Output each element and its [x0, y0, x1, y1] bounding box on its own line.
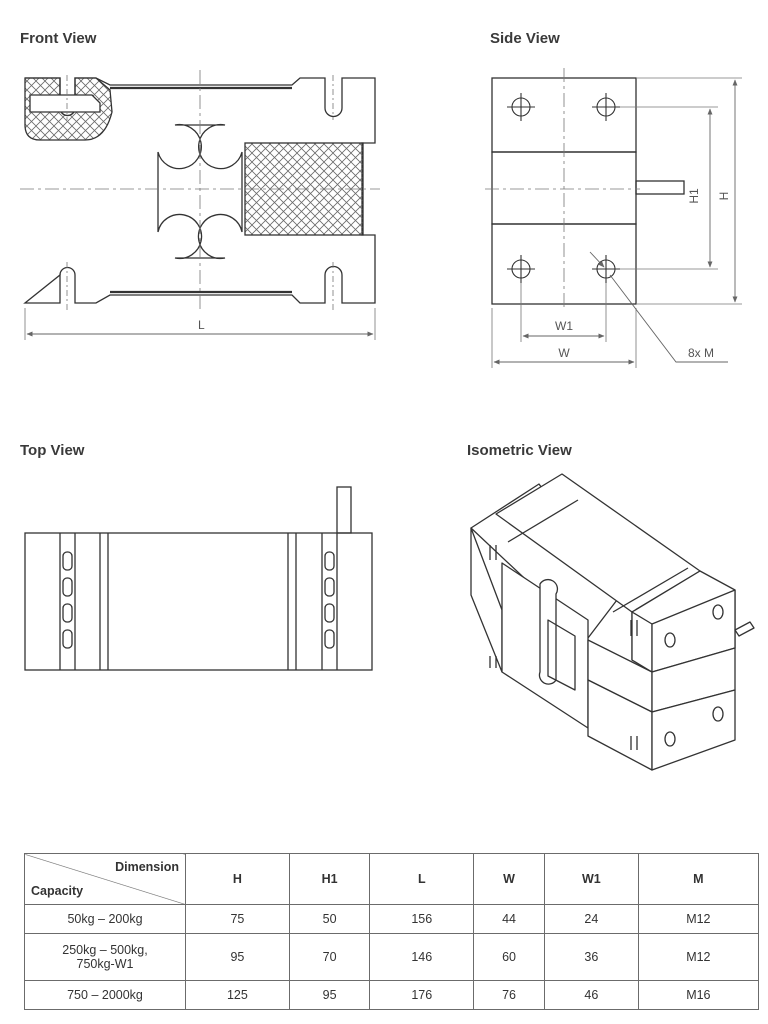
table-cell: 146 — [369, 933, 475, 981]
table-cell: 75 — [185, 904, 290, 934]
table-col-header: W1 — [543, 853, 639, 905]
table-cell: 176 — [369, 980, 475, 1010]
table-corner-cell: Dimension Capacity — [24, 853, 186, 905]
dim-label-W: W — [558, 346, 570, 360]
side-view — [485, 68, 742, 368]
side-view-cable — [635, 180, 685, 195]
table-cell: 50 — [288, 904, 371, 934]
isometric-view-title: Isometric View — [467, 442, 572, 459]
table-cell: 46 — [543, 980, 639, 1010]
table-cell: 60 — [473, 933, 545, 981]
table-cell: 44 — [473, 904, 545, 934]
top-view-body — [24, 532, 373, 671]
side-view-title: Side View — [490, 30, 560, 47]
dim-label-W1: W1 — [555, 319, 573, 333]
dim-label-H1: H1 — [687, 188, 701, 204]
table-row: 250kg – 500kg, 750kg-W1 95 70 146 60 36 … — [24, 933, 760, 981]
table-cell: M12 — [637, 933, 760, 981]
dim-label-M: 8x M — [688, 346, 714, 360]
table-cell: 70 — [288, 933, 371, 981]
top-view — [24, 486, 373, 671]
front-view-title: Front View — [20, 30, 97, 47]
table-col-header: W — [473, 853, 545, 905]
table-cell: 36 — [543, 933, 639, 981]
technical-drawing: L H1 H W1 — [20, 68, 755, 771]
dim-label-L: L — [198, 318, 205, 332]
front-view-hatch-left — [24, 77, 113, 141]
table-cell: 125 — [185, 980, 290, 1010]
side-view-block-top — [491, 77, 637, 153]
table-cell-capacity: 50kg – 200kg — [24, 904, 186, 934]
table-cell: M16 — [637, 980, 760, 1010]
table-corner-dimension: Dimension — [115, 860, 179, 874]
table-cell-capacity: 250kg – 500kg, 750kg-W1 — [24, 933, 186, 981]
table-cell-capacity: 750 – 2000kg — [24, 980, 186, 1010]
table-cell: 76 — [473, 980, 545, 1010]
table-col-header: M — [637, 853, 760, 905]
side-view-bolt-holes — [507, 93, 620, 283]
table-col-header: L — [369, 853, 475, 905]
table-cell: M12 — [637, 904, 760, 934]
table-col-header: H1 — [288, 853, 371, 905]
dim-label-H: H — [717, 192, 731, 201]
table-header-row: Dimension Capacity H H1 L W W1 M — [24, 853, 760, 905]
table-corner-capacity: Capacity — [31, 884, 84, 898]
top-view-cable — [336, 486, 352, 534]
table-col-header: H — [185, 853, 290, 905]
top-view-title: Top View — [20, 442, 85, 459]
table-row: 750 – 2000kg 125 95 176 76 46 M16 — [24, 980, 760, 1010]
table-cell: 24 — [543, 904, 639, 934]
table-cell: 156 — [369, 904, 475, 934]
isometric-view — [470, 473, 755, 771]
table-cell: 95 — [185, 933, 290, 981]
front-view — [20, 70, 380, 340]
dimension-table: Dimension Capacity H H1 L W W1 M 50kg – … — [24, 853, 760, 1010]
front-view-cutout — [157, 123, 243, 260]
table-row: 50kg – 200kg 75 50 156 44 24 M12 — [24, 904, 760, 934]
table-cell: 95 — [288, 980, 371, 1010]
